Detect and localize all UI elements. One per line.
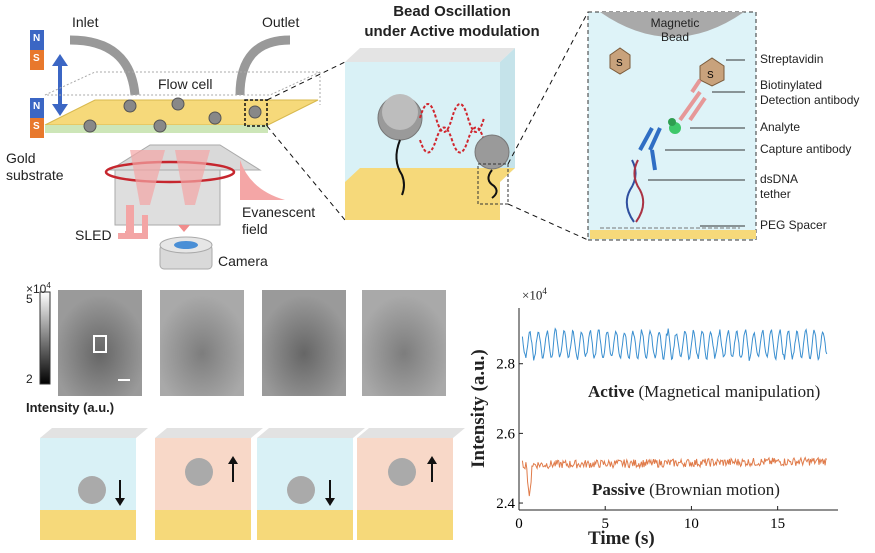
y-multiplier: ×104 [522,286,547,303]
streptavidin-label: Streptavidin [760,52,824,66]
x-tick-label: 5 [601,516,609,532]
dsdna-label: dsDNA tether [760,172,799,201]
camera-label: Camera [218,253,268,269]
legend-passive: Passive (Brownian motion) [592,480,780,499]
magnetic-bead-label: Magnetic Bead [650,16,700,44]
x-tick-label: 15 [770,516,785,532]
sled-label: SLED [75,227,112,243]
biotinylated-label: Biotinylated Detection antibody [760,78,860,107]
y-tick-label: 2.8 [496,357,515,373]
svg-text:S: S [616,58,623,69]
y-tick-label: 2.4 [496,496,515,512]
cube-3 [257,428,365,540]
intensity-max: 5 [26,292,33,306]
oscillation-title: Bead Oscillation under Active modulation [364,3,540,40]
x-axis-label: Time (s) [588,528,655,549]
legend-active: Active (Magnetical manipulation) [588,382,821,401]
intensity-exponent: ×104 [26,281,51,296]
series-active-line [521,327,828,362]
magnet-n-label-bottom: N [33,101,41,112]
evanescent-field-label: Evanescent field [242,204,316,237]
inlet-label: Inlet [72,14,99,30]
analyte-label: Analyte [760,120,801,134]
magnet-bottom [30,98,44,138]
magnet-n-label-top: N [33,33,41,44]
intensity-label: Intensity (a.u.) [26,400,115,415]
intensity-min: 2 [26,372,33,386]
svg-text:S: S [707,70,714,81]
series-passive-line [521,456,828,497]
magnet-s-label-bottom: S [33,121,40,132]
magnet-s-label-top: S [33,53,40,64]
cube-1 [40,428,148,540]
capture-antibody-label: Capture antibody [760,142,852,156]
gold-substrate-label: Gold substrate [6,150,64,183]
flow-cell-label: Flow cell [158,76,213,92]
magnet-top [30,30,44,70]
outlet-label: Outlet [262,14,300,30]
cube-4 [357,428,465,540]
peg-label: PEG Spacer [760,218,827,232]
y-axis-label: Intensity (a.u.) [468,349,489,468]
x-tick-label: 10 [684,516,699,532]
x-tick-label: 0 [515,516,523,532]
cube-2 [155,428,263,540]
y-tick-label: 2.6 [496,426,515,442]
